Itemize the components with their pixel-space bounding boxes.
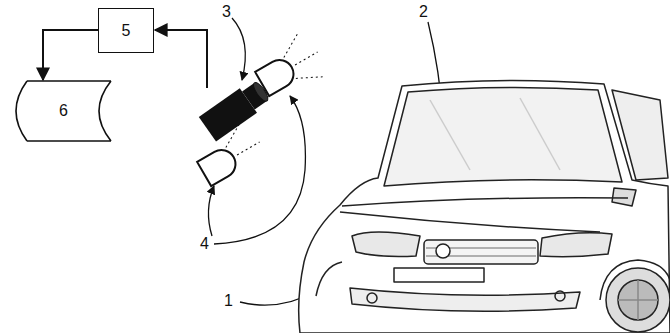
callout-number: 3 (222, 4, 231, 20)
leader-line (214, 96, 305, 244)
node-label: 6 (59, 102, 68, 120)
callout-number: 1 (224, 293, 233, 309)
leader-line (208, 186, 214, 236)
process-box: 5 (98, 8, 154, 53)
callout-number: 4 (200, 236, 209, 252)
callout-number: 2 (419, 4, 428, 20)
lamp (249, 29, 329, 104)
camera (199, 77, 273, 141)
cylinder-outline (16, 81, 111, 141)
car (299, 80, 670, 333)
lamp (191, 119, 266, 186)
arrow-connector (43, 30, 98, 80)
node-label: 5 (122, 22, 131, 40)
signal-wire (155, 30, 207, 88)
storage-cylinder: 6 (15, 80, 112, 142)
leader-line (232, 18, 245, 80)
